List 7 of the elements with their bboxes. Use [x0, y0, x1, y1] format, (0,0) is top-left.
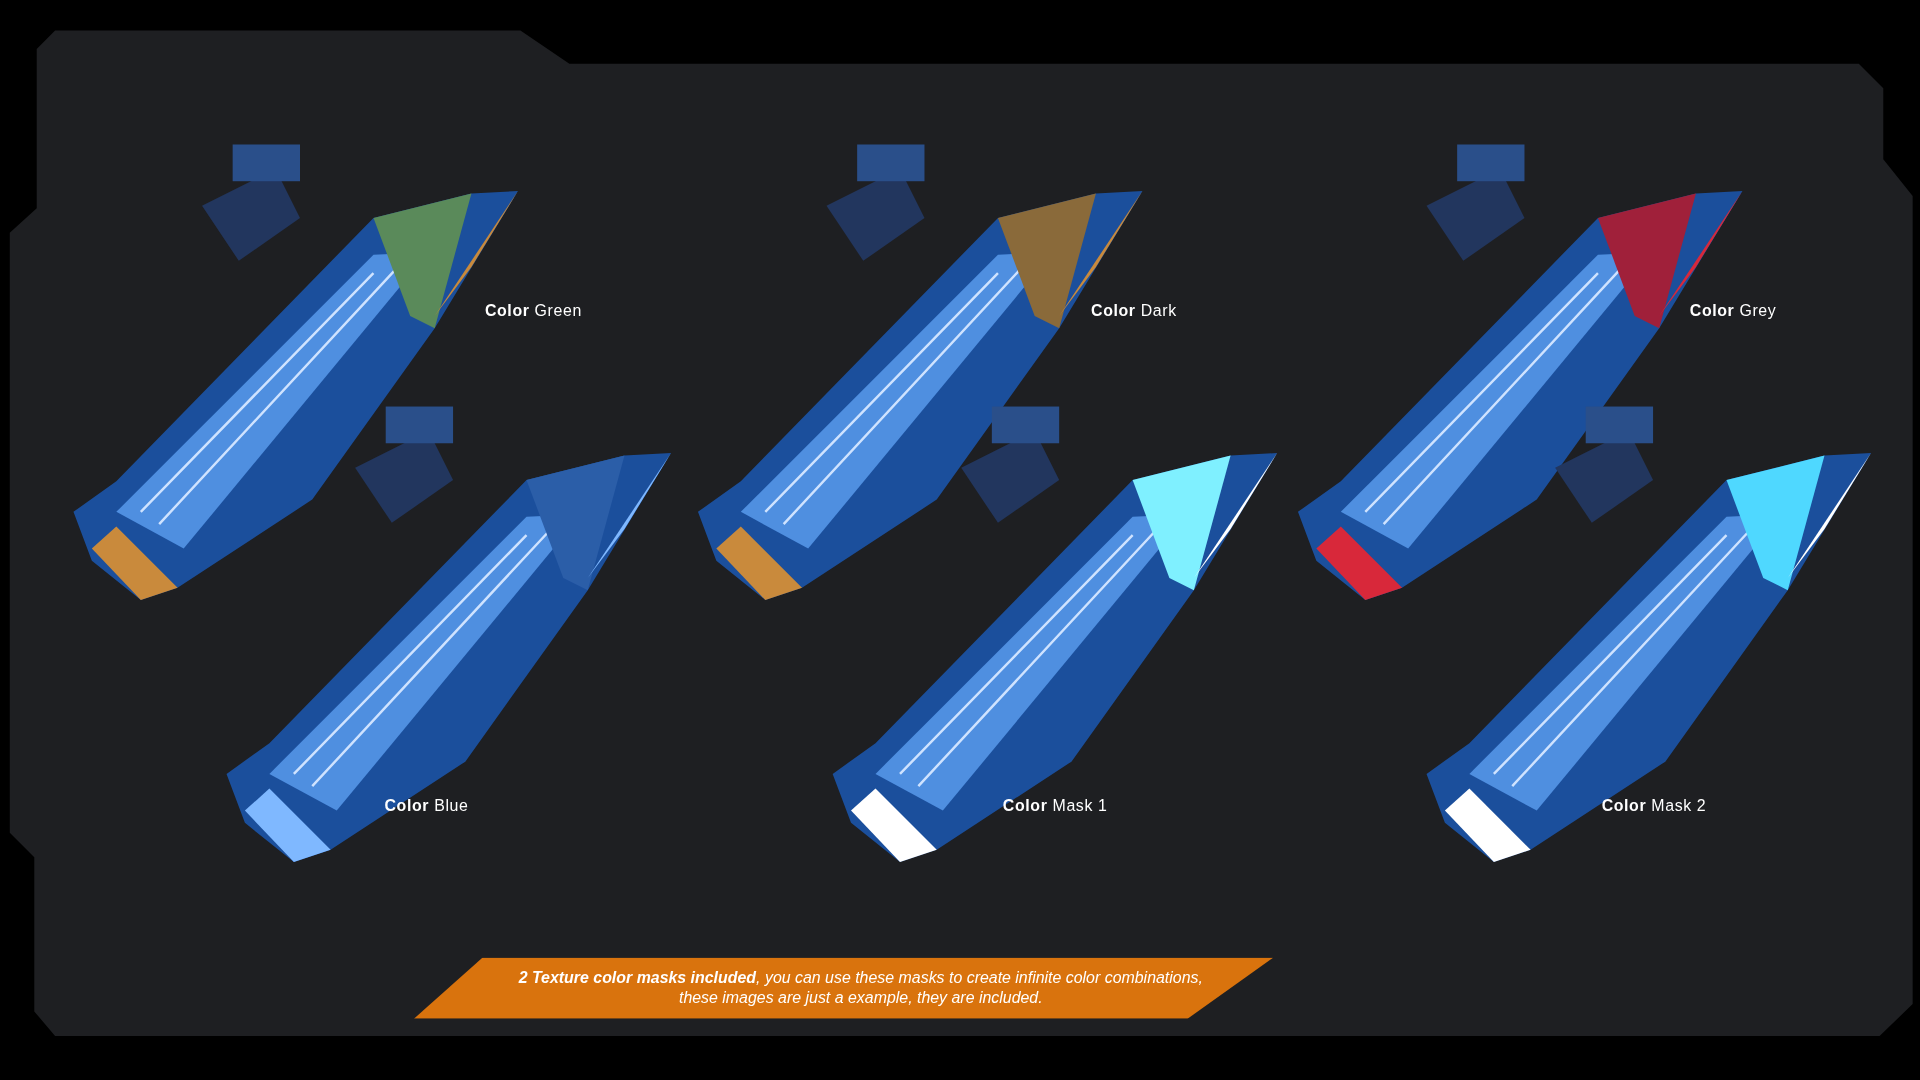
variant-label: Color Dark	[1091, 301, 1177, 320]
variant-label: Color Mask 1	[1002, 795, 1108, 815]
variant-label: Color Blue	[384, 795, 469, 815]
caption: 2 Texture color masks included, you can use these masks to create infinite color combinations, these images are just a example, they are included.	[517, 968, 1204, 1008]
variant-label: Color Mask 2	[1601, 795, 1707, 815]
variant-label: Color Green	[484, 301, 582, 320]
variant-label: Color Grey	[1689, 301, 1777, 320]
